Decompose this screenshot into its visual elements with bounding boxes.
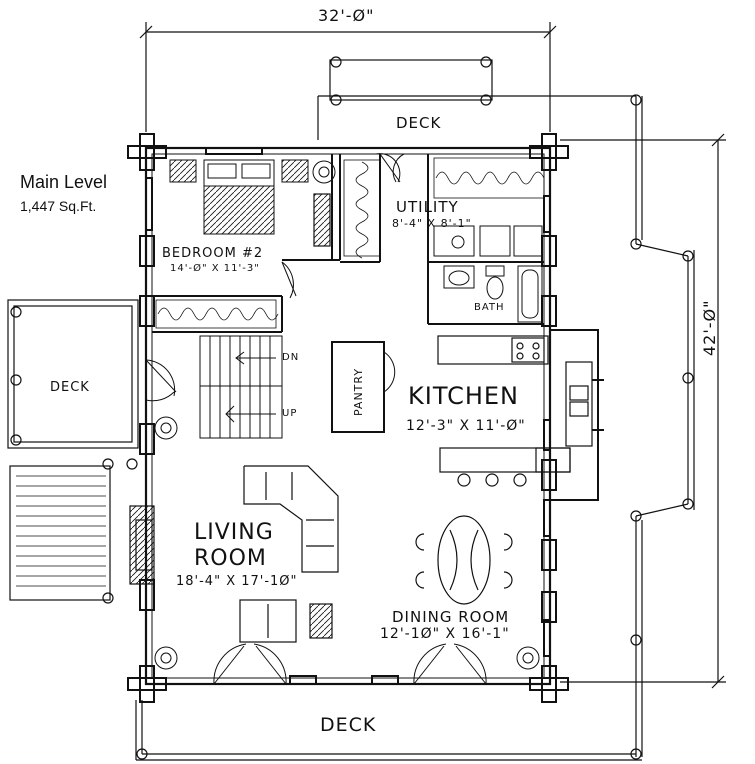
utility-appliances	[433, 225, 543, 257]
utility-size: 8'-4" X 8'-1"	[392, 217, 472, 230]
bedroom-walls	[152, 154, 341, 333]
bedroom-name: BEDROOM #2	[162, 246, 264, 261]
living-name-line2: ROOM	[194, 546, 267, 571]
depth-dimension-label: 42'-Ø"	[700, 299, 719, 356]
area-label: 1,447 Sq.Ft.	[20, 198, 97, 214]
bedroom-size: 14'-Ø" X 11'-3"	[170, 263, 260, 274]
windows	[145, 147, 551, 685]
staircase	[199, 335, 283, 439]
dining-name: DINING ROOM	[392, 608, 510, 626]
deck-bottom-railing	[135, 700, 642, 761]
deck-top-railing	[317, 59, 695, 757]
utility-bath-walls	[340, 154, 544, 325]
kitchen-size: 12'-3" X 11'-Ø"	[406, 418, 526, 434]
deck-left-steps	[16, 475, 106, 587]
bath-fixtures	[443, 265, 543, 323]
living-chairs	[239, 599, 333, 643]
width-dimension-line	[139, 22, 557, 132]
kitchen-name: KITCHEN	[408, 382, 519, 410]
utility-name: UTILITY	[396, 198, 459, 216]
deck-left-label: DECK	[50, 380, 90, 395]
fireplace	[129, 505, 155, 585]
stair-down-label: DN	[282, 352, 300, 363]
dining-size: 12'-1Ø" X 16'-1"	[380, 626, 510, 642]
pantry	[331, 341, 396, 433]
level-title: Main Level	[20, 172, 108, 192]
bedroom-dresser	[313, 193, 331, 247]
sectional-sofa	[243, 465, 339, 573]
width-dimension-label: 32'-Ø"	[318, 6, 375, 25]
door-swings	[145, 153, 487, 685]
pantry-label: PANTRY	[352, 367, 365, 416]
living-size: 18'-4" X 17'-1Ø"	[176, 574, 298, 589]
potted-plants	[154, 160, 540, 670]
deck-bottom-label: DECK	[320, 714, 377, 736]
stair-up-label: UP	[282, 408, 298, 419]
bed-with-pillows	[169, 159, 309, 235]
kitchen-bumpout-wall	[550, 329, 604, 501]
exterior-walls	[144, 146, 552, 686]
deck-left-railing	[7, 299, 139, 601]
closet-hangers	[155, 157, 545, 329]
depth-dimension-line	[560, 133, 726, 689]
living-name-line1: LIVING	[194, 520, 274, 545]
dining-table	[415, 515, 513, 605]
bath-label: BATH	[474, 302, 505, 313]
kitchen-counters	[437, 335, 593, 487]
deck-top-label: DECK	[396, 114, 442, 132]
